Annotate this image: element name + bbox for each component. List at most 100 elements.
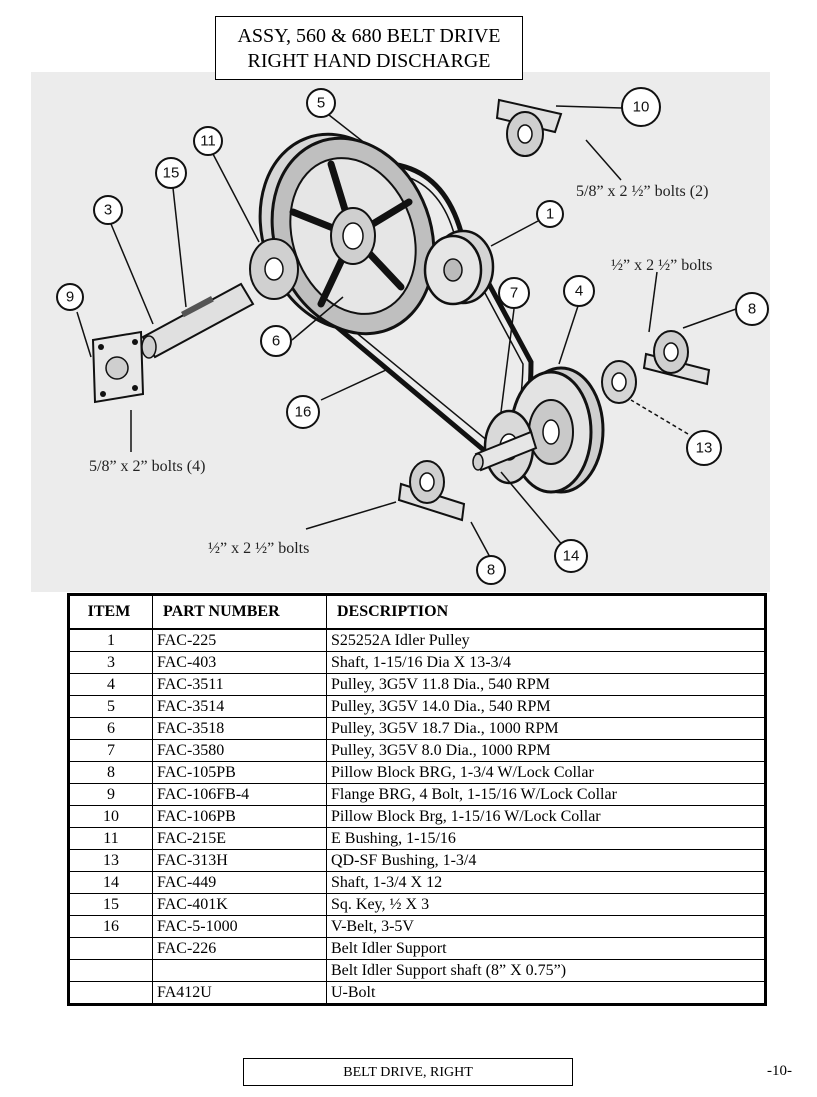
callout-label-9: 9 <box>66 289 74 306</box>
cell-part-number: FAC-449 <box>152 871 327 894</box>
cell-part-number: FAC-215E <box>152 827 327 850</box>
cell-description: Pillow Block Brg, 1-15/16 W/Lock Collar <box>326 805 766 828</box>
cell-item: 9 <box>68 783 153 806</box>
title-box: ASSY, 560 & 680 BELT DRIVE RIGHT HAND DI… <box>215 16 523 80</box>
callout-label-3: 3 <box>104 202 112 219</box>
callout-8b <box>476 555 506 585</box>
cell-item: 13 <box>68 849 153 872</box>
callout-1 <box>536 200 564 228</box>
cell-description: E Bushing, 1-15/16 <box>326 827 766 850</box>
cell-description: Pulley, 3G5V 11.8 Dia., 540 RPM <box>326 673 766 696</box>
header-part-number: PART NUMBER <box>152 594 327 630</box>
cell-description: Belt Idler Support shaft (8” X 0.75”) <box>326 959 766 982</box>
cell-description: Pulley, 3G5V 14.0 Dia., 540 RPM <box>326 695 766 718</box>
cell-part-number: FAC-225 <box>152 628 327 652</box>
cell-part-number: FAC-3514 <box>152 695 327 718</box>
callout-3 <box>93 195 123 225</box>
qd-bushing <box>601 360 637 404</box>
callout-labels: 5 10 11 15 3 1 9 7 4 8 6 16 13 14 8 <box>66 95 756 579</box>
callout-label-7: 7 <box>510 285 518 302</box>
cell-part-number: FAC-3518 <box>152 717 327 740</box>
table-row: Belt Idler Support shaft (8” X 0.75”) <box>68 959 766 982</box>
cell-item: 6 <box>68 717 153 740</box>
cell-description: U-Bolt <box>326 981 766 1005</box>
cell-item: 8 <box>68 761 153 784</box>
callout-7 <box>498 277 530 309</box>
cell-part-number: FAC-313H <box>152 849 327 872</box>
title-line-1: ASSY, 560 & 680 BELT DRIVE <box>237 25 501 47</box>
cell-part-number: FAC-106FB-4 <box>152 783 327 806</box>
callout-11 <box>193 126 223 156</box>
cell-item: 5 <box>68 695 153 718</box>
cell-description: QD-SF Bushing, 1-3/4 <box>326 849 766 872</box>
cell-item: 10 <box>68 805 153 828</box>
cell-part-number: FAC-5-1000 <box>152 915 327 938</box>
pillow-block-8-right <box>642 330 711 386</box>
table-header-row: ITEM PART NUMBER DESCRIPTION <box>68 594 766 630</box>
shaft-3 <box>141 282 255 359</box>
cell-part-number: FAC-226 <box>152 937 327 960</box>
callout-label-11: 11 <box>200 133 216 150</box>
flange-bearing <box>91 330 145 404</box>
callout-16 <box>286 395 320 429</box>
callout-9 <box>56 283 84 311</box>
cell-part-number: FAC-403 <box>152 651 327 674</box>
cell-part-number <box>152 959 327 982</box>
cell-description: Sq. Key, ½ X 3 <box>326 893 766 916</box>
bolt-note-top-right: 5/8” x 2 ½” bolts (2) <box>576 183 708 200</box>
callout-label-13: 13 <box>696 440 713 457</box>
header-description: DESCRIPTION <box>326 594 766 630</box>
cell-description: Flange BRG, 4 Bolt, 1-15/16 W/Lock Colla… <box>326 783 766 806</box>
leader-lines <box>76 105 737 560</box>
bolt-note-bottom: ½” x 2 ½” bolts <box>208 540 309 557</box>
callout-label-14: 14 <box>563 548 580 565</box>
callout-label-8a: 8 <box>748 301 756 318</box>
e-bushing <box>249 238 299 300</box>
idler-pulley <box>423 229 495 306</box>
cell-item: 11 <box>68 827 153 850</box>
title-line-2: RIGHT HAND DISCHARGE <box>247 50 491 72</box>
bolt-note-left: 5/8” x 2” bolts (4) <box>89 458 205 475</box>
cell-item <box>68 937 153 960</box>
cell-item <box>68 981 153 1005</box>
cell-item: 4 <box>68 673 153 696</box>
callout-15 <box>155 157 187 189</box>
callout-label-1: 1 <box>546 206 554 223</box>
cell-description: Belt Idler Support <box>326 937 766 960</box>
cell-item: 7 <box>68 739 153 762</box>
cell-part-number: FAC-105PB <box>152 761 327 784</box>
callout-6 <box>260 325 292 357</box>
footer-label: BELT DRIVE, RIGHT <box>243 1058 573 1086</box>
cell-item <box>68 959 153 982</box>
large-pulley <box>258 132 436 336</box>
cell-item: 15 <box>68 893 153 916</box>
page-number: -10- <box>767 1063 792 1079</box>
callouts <box>56 87 769 585</box>
callout-label-8b: 8 <box>487 562 495 579</box>
cell-item: 3 <box>68 651 153 674</box>
callout-14 <box>554 539 588 573</box>
cell-part-number: FAC-3580 <box>152 739 327 762</box>
callout-5 <box>306 88 336 118</box>
assembly-diagram: 5 10 11 15 3 1 9 7 4 8 6 16 13 14 8 5/8”… <box>31 72 770 592</box>
exploded-view-drawing: 5 10 11 15 3 1 9 7 4 8 6 16 13 14 8 5/8”… <box>56 87 769 585</box>
cell-part-number: FAC-3511 <box>152 673 327 696</box>
cell-part-number: FAC-401K <box>152 893 327 916</box>
cell-description: Shaft, 1-15/16 Dia X 13-3/4 <box>326 651 766 674</box>
callout-4 <box>563 275 595 307</box>
